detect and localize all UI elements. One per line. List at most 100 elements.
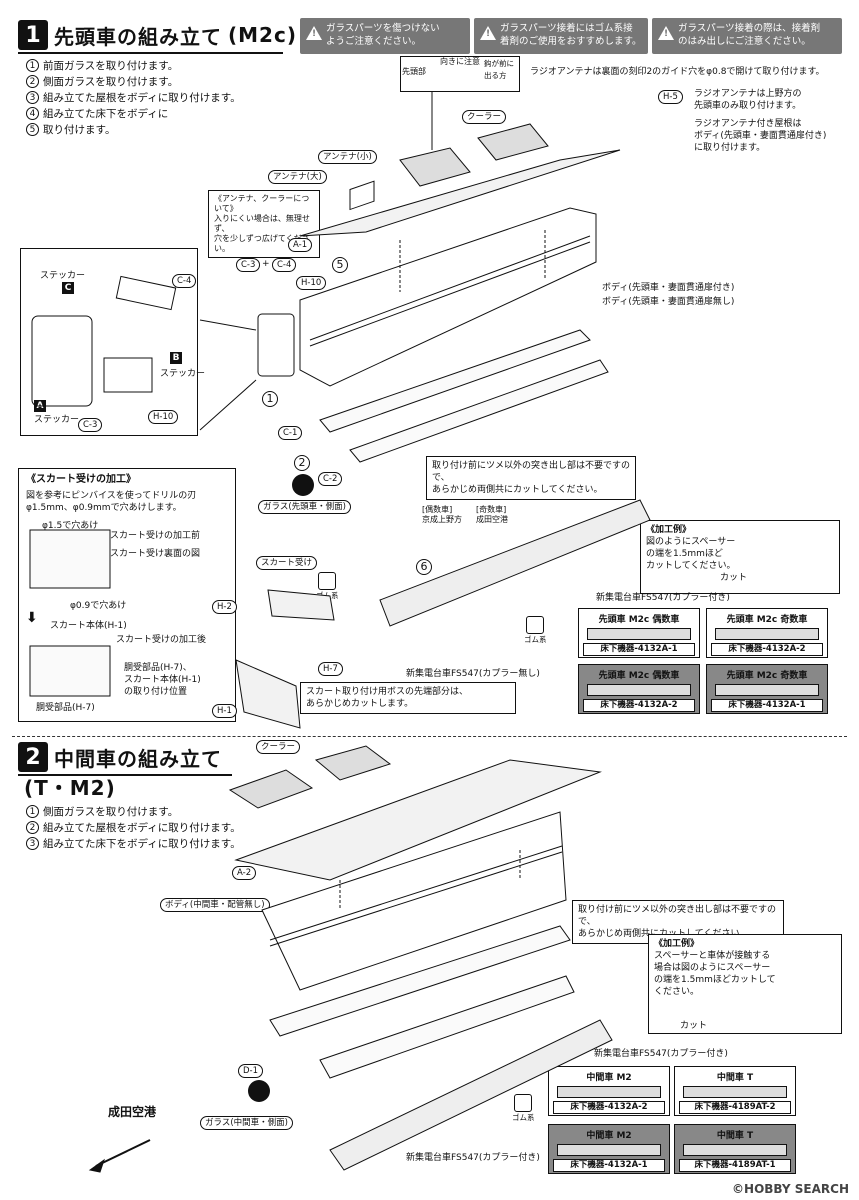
roof-panel — [299, 149, 621, 237]
cooler-part — [477, 123, 549, 161]
stripe — [269, 851, 563, 947]
part-c2: C-2 — [318, 472, 343, 486]
part-h1: H-1 — [212, 704, 237, 718]
part-c1: C-1 — [278, 426, 303, 440]
watermark: ©HOBBY SEARCH — [732, 1182, 849, 1196]
direction-inset — [400, 56, 520, 92]
cut-label-1: カット — [720, 573, 748, 583]
glass-panel-d1 — [269, 925, 571, 1037]
glass-panel-c2 — [349, 359, 609, 463]
part-cooler: クーラー — [462, 110, 507, 124]
skirt-body-shape — [235, 659, 301, 729]
section1-model: (M2c) — [228, 23, 297, 47]
section2-underline — [18, 774, 232, 776]
bogie-with-coupler-3: 新集電台車FS547(カプラー付き) — [406, 1153, 540, 1163]
cut-label-2: カット — [680, 1021, 708, 1031]
skirt-parts-3: の取り付け位置 — [124, 687, 188, 697]
part-d1: D-1 — [238, 1064, 264, 1078]
skirt-parts-2: スカート本体(H-1) — [124, 675, 201, 685]
car-tag: 先頭車 M2c 偶数車 床下機器-4132A-1 — [578, 608, 700, 658]
underfloor-graphic — [587, 684, 691, 696]
part-antenna-small: アンテナ(小) — [318, 150, 377, 164]
underfloor-graphic — [587, 628, 691, 640]
part-h10: H-10 — [296, 276, 327, 290]
step6-marker: 6 — [416, 559, 432, 575]
skirt-after-shape — [29, 645, 111, 697]
section2-number: 2 — [18, 742, 48, 772]
warning-box-2: ガラスパーツ接着にはゴム系接 着剤のご使用をおすすめします。 — [474, 18, 648, 54]
underfloor-graphic — [557, 1144, 661, 1156]
car-tag: 先頭車 M2c 奇数車 床下機器-4132A-2 — [706, 608, 828, 658]
step2-marker: 2 — [294, 455, 310, 471]
hook-label: 鈎が前に出る方 — [484, 59, 514, 80]
cooler-part — [228, 769, 314, 809]
part-h5: H-5 — [658, 90, 683, 104]
down-arrow-icon: ⬇ — [26, 610, 38, 626]
skirt-title: 《スカート受けの加工》 — [26, 474, 136, 485]
skirt-back-label: スカート受け裏面の図 — [110, 549, 201, 559]
part-h2: H-2 — [212, 600, 237, 614]
car-tag: 中間車 M2 床下機器-4132A-2 — [548, 1066, 670, 1116]
bogie-with-coupler-2: 新集電台車FS547(カプラー付き) — [594, 1049, 728, 1059]
inset-part-h10: H-10 — [148, 410, 179, 424]
car-tag: 中間車 T 床下機器-4189AT-2 — [674, 1066, 796, 1116]
dir-even-head: [偶数車] — [422, 505, 453, 514]
dir-odd-head: [奇数車] — [476, 505, 507, 514]
head-side-label: 先頭部 — [402, 67, 426, 76]
sticker-label-c: ステッカー — [40, 271, 86, 281]
radio-note-3c: に取り付けます。 — [694, 143, 766, 153]
hole-15-label: φ1.5で穴あけ — [42, 521, 99, 531]
roof-panel — [234, 759, 602, 881]
body-middle-label: ボディ(中間車・配管無し) — [160, 898, 270, 912]
underfloor-graphic — [557, 1086, 661, 1098]
sticker-label-b: ステッカー — [160, 369, 206, 379]
section2-model: (T・M2) — [24, 776, 116, 800]
gum-label-2: ゴム系 — [524, 635, 547, 644]
skirt-desc-1: 図を参考にピンバイスを使ってドリルの刃 — [26, 491, 197, 501]
gum-icon — [526, 616, 544, 634]
sticker-label-a: ステッカー — [34, 415, 80, 425]
body-label-2: ボディ(先頭車・妻面貫通扉無し) — [602, 297, 735, 307]
cooler-part — [314, 745, 392, 781]
front-mask — [31, 315, 93, 407]
part-a2: A-2 — [232, 866, 257, 880]
gum-icon — [318, 572, 336, 590]
skirt-parts-1: 胴受部品(H-7)、 — [124, 663, 192, 673]
car-tag: 中間車 M2 床下機器-4132A-1 — [548, 1124, 670, 1174]
radio-note-2b: 先頭車のみ取り付けます。 — [694, 101, 802, 111]
narita-arrow-head — [88, 1158, 105, 1173]
warning-icon — [306, 26, 322, 41]
part-c4: C-4 — [272, 258, 297, 272]
cut-note-1: 取り付け前にツメ以外の突き出し部は不要ですので、 あらかじめ両側共にカットしてく… — [426, 456, 636, 500]
section2-diagram — [88, 745, 613, 1173]
underfloor-graphic — [715, 628, 819, 640]
underfloor-graphic — [683, 1144, 787, 1156]
skirt-body-label: スカート本体(H-1) — [50, 621, 127, 631]
part-h10-shape — [103, 357, 153, 393]
radio-antenna-note: ラジオアンテナは裏面の刻印2のガイド穴をφ0.8で開けて取り付けます。 — [530, 67, 825, 77]
car-tag: 中間車 T 床下機器-4189AT-1 — [674, 1124, 796, 1174]
stripe — [269, 845, 563, 941]
stripe — [309, 235, 591, 341]
warning-box-3: ガラスパーツ接着の際は、接着剤 のはみ出しにご注意ください。 — [652, 18, 842, 54]
radio-note-3b: ボディ(先頭車・妻面貫通扉付き) — [694, 131, 827, 141]
narita-arrow — [95, 1139, 151, 1167]
car-tag: 先頭車 M2c 奇数車 床下機器-4132A-1 — [706, 664, 828, 714]
part-c3: C-3 — [236, 258, 261, 272]
skirt-before-label: スカート受けの加工前 — [110, 531, 201, 541]
skirt-receiver-shape — [267, 589, 335, 621]
section1-underline — [18, 52, 283, 54]
part-c4-shape — [115, 275, 177, 311]
skirt-parts-4: 胴受部品(H-7) — [36, 703, 95, 713]
section1-heading: 先頭車の組み立て — [54, 24, 222, 49]
glass-tool-icon — [292, 474, 314, 496]
underfloor-graphic — [683, 1086, 787, 1098]
bogie-without-coupler: 新集電台車FS547(カプラー無し) — [406, 669, 540, 679]
